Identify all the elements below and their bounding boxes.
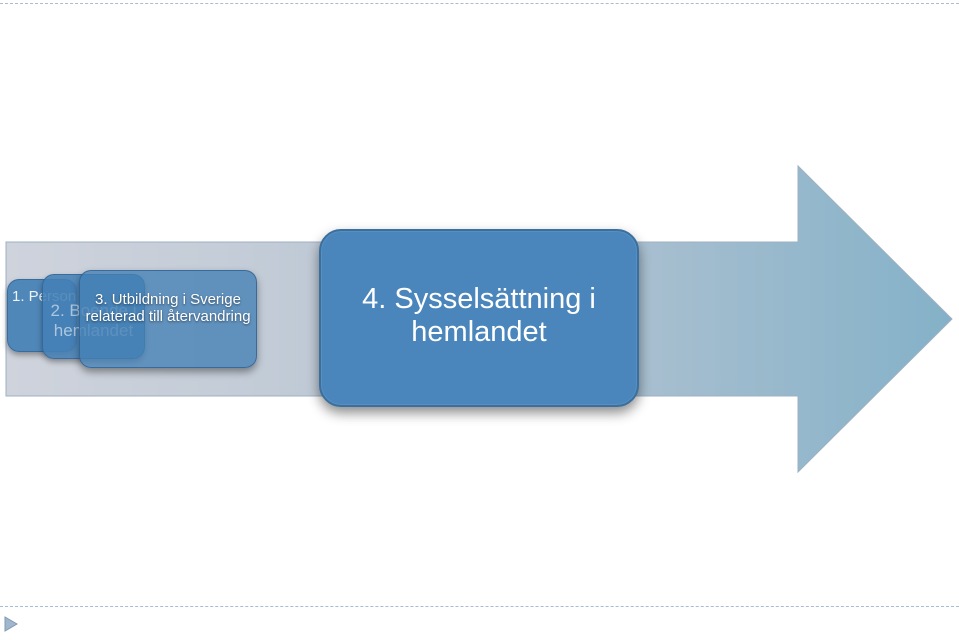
step-4-label: 4. Sysselsättning i hemlandet	[362, 283, 596, 349]
step-4-box: 4. Sysselsättning i hemlandet	[319, 229, 639, 407]
step-3-box: 3. Utbildning i Sverige relaterad till å…	[79, 270, 257, 368]
play-triangle-icon[interactable]	[3, 616, 19, 632]
top-dashed-divider	[0, 3, 959, 4]
step-3-label: 3. Utbildning i Sverige relaterad till å…	[85, 291, 251, 326]
bottom-dashed-divider	[0, 606, 959, 607]
